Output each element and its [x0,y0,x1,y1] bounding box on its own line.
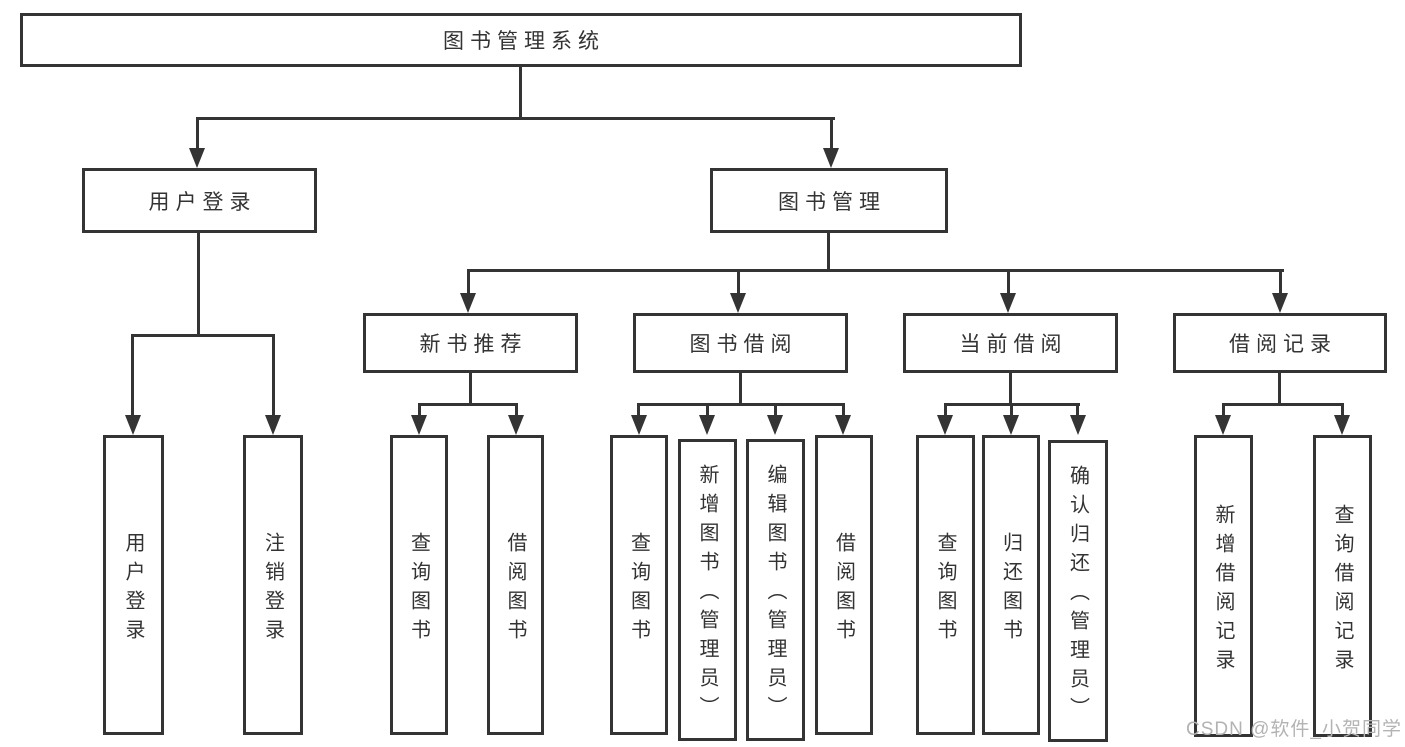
node-current-borrowing: 当前借阅 [903,313,1118,373]
node-library-system: 图书管理系统 [20,13,1022,67]
connector-line [706,403,709,417]
node-label: 确认归还（管理员） [1066,465,1089,726]
arrow-down-icon [125,415,141,435]
connector-line [1222,403,1344,406]
node-borrowing-records: 借阅记录 [1173,313,1387,373]
arrow-down-icon [460,293,476,313]
node-user-login-branch: 用户登录 [82,168,317,233]
connector-line [1222,403,1225,417]
node-book-management: 图书管理 [710,168,948,233]
arrow-down-icon [937,415,953,435]
arrow-down-icon [508,415,524,435]
node-label: 查询图书 [407,531,430,648]
connector-line [739,373,742,406]
connector-line [131,334,275,337]
connector-line [272,334,275,417]
leaf-user-login: 用户登录 [103,435,164,735]
node-label: 归还图书 [999,531,1022,648]
leaf-query-borrow-record: 查询借阅记录 [1313,435,1372,737]
arrow-down-icon [730,293,746,313]
connector-line [944,403,947,417]
node-new-book-recommend: 新书推荐 [363,313,578,373]
arrow-down-icon [1272,293,1288,313]
leaf-add-borrow-record: 新增借阅记录 [1194,435,1253,737]
connector-line [737,269,740,295]
arrow-down-icon [1334,415,1350,435]
connector-line [774,403,777,417]
connector-line [1076,403,1079,417]
connector-line [467,269,470,295]
arrow-down-icon [1215,415,1231,435]
connector-line [827,233,830,272]
node-label: 借阅图书 [504,531,526,648]
leaf-confirm-return-admin: 确认归还（管理员） [1048,440,1108,742]
node-label: 图书管理 [778,190,886,214]
connector-line [467,269,1284,272]
arrow-down-icon [1003,415,1019,435]
arrow-down-icon [411,415,427,435]
leaf-query-books-current: 查询图书 [916,435,975,735]
arrow-down-icon [1000,293,1016,313]
leaf-logout: 注销登录 [243,435,303,735]
node-label: 新增借阅记录 [1212,503,1234,678]
node-label: 用户登录 [122,531,144,648]
connector-line [1007,269,1010,295]
leaf-edit-books-admin: 编辑图书（管理员） [746,439,805,741]
arrow-down-icon [823,148,839,168]
connector-line [637,403,845,406]
connector-line [1341,403,1344,417]
connector-line [515,403,518,417]
leaf-query-books-recommend: 查询图书 [390,435,448,735]
connector-line [1010,403,1013,417]
leaf-add-books-admin: 新增图书（管理员） [678,439,737,741]
watermark: CSDN @软件_小贺同学 [1186,719,1402,740]
node-label: 借阅记录 [1229,333,1337,356]
leaf-query-books-borrowing: 查询图书 [610,435,668,735]
node-label: 用户登录 [148,190,257,214]
arrow-down-icon [631,415,647,435]
connector-line [637,403,640,417]
node-label: 新书推荐 [419,333,528,356]
arrow-down-icon [767,415,783,435]
node-book-borrowing: 图书借阅 [633,313,848,373]
node-label: 注销登录 [261,531,284,648]
node-label: 当前借阅 [959,333,1068,356]
connector-line [418,403,421,417]
arrow-down-icon [835,415,851,435]
connector-line [1009,373,1012,406]
connector-line [196,117,835,120]
node-label: 查询图书 [627,531,650,648]
node-label: 图书借阅 [689,333,798,356]
arrow-down-icon [265,415,281,435]
connector-line [1278,373,1281,406]
arrow-down-icon [699,415,715,435]
connector-line [519,67,522,119]
node-label: 图书管理系统 [443,30,605,53]
connector-line [131,334,134,417]
arrow-down-icon [189,148,205,168]
connector-line [830,117,833,150]
connector-line [196,117,199,150]
connector-line [418,403,518,406]
connector-line [1279,269,1282,295]
connector-line [469,373,472,406]
leaf-return-books: 归还图书 [982,435,1040,735]
leaf-borrow-books-borrowing: 借阅图书 [815,435,873,735]
arrow-down-icon [1070,415,1086,435]
node-label: 借阅图书 [832,531,855,648]
node-label: 查询图书 [934,531,956,648]
connector-line [842,403,845,417]
node-label: 编辑图书（管理员） [764,464,786,725]
connector-line [197,233,200,337]
leaf-borrow-books-recommend: 借阅图书 [487,435,544,735]
node-label: 新增图书（管理员） [696,464,718,725]
node-label: 查询借阅记录 [1331,503,1353,678]
